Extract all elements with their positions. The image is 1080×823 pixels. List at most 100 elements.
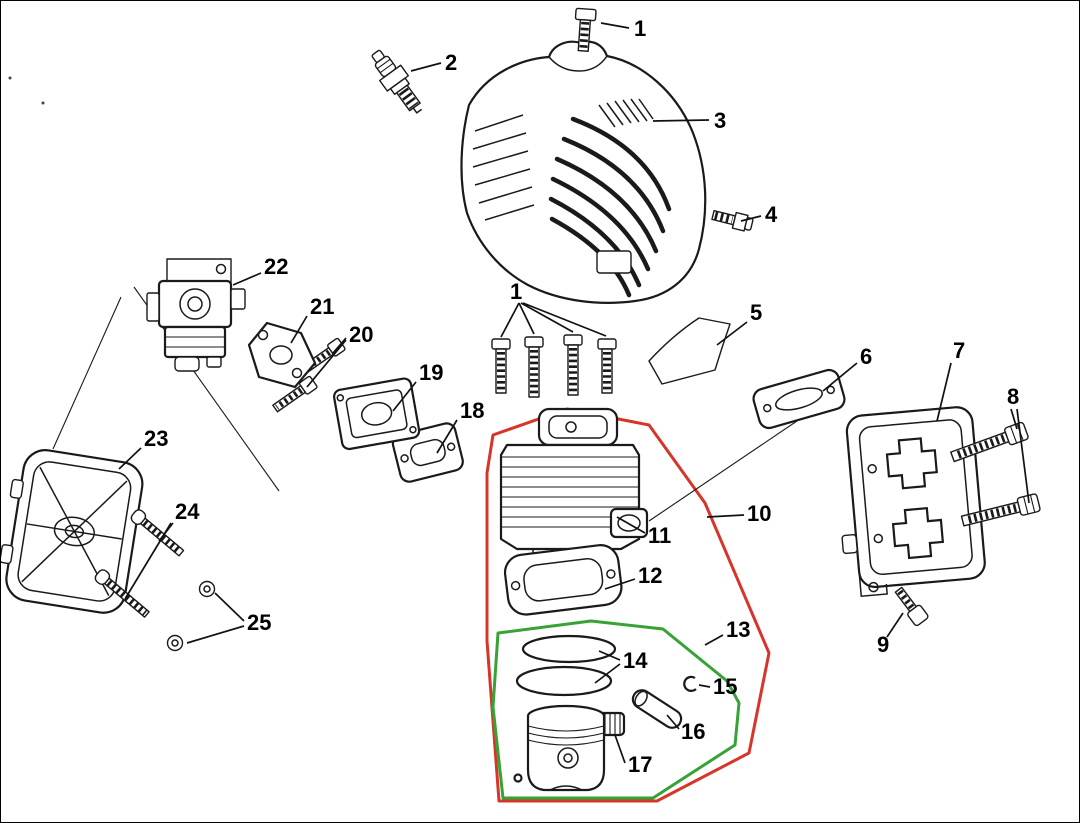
screw-threads — [106, 579, 148, 616]
callout-label-21: 21 — [310, 294, 334, 319]
green-group-outline — [491, 619, 741, 800]
skirt-notch — [549, 785, 583, 791]
circlip-drawing — [683, 675, 697, 692]
muffler-hole — [873, 533, 884, 544]
assembly-line-exhaust — [648, 420, 798, 522]
cylinder-top-inner — [548, 415, 608, 439]
gasket-hole — [606, 569, 616, 579]
exhaust-port — [617, 514, 641, 532]
leader-lines — [118, 22, 1030, 764]
callout-label-1-group: 1 — [510, 279, 522, 304]
cover-center-boss — [53, 516, 95, 547]
leader-10 — [706, 514, 745, 518]
bolt-head — [574, 7, 597, 22]
cover-hatch-detail — [598, 98, 654, 128]
callout-label-9: 9 — [877, 632, 889, 657]
leader-5 — [716, 321, 748, 346]
bolt-head-lines — [1023, 494, 1036, 515]
leader-19 — [392, 381, 417, 412]
callout-label-11: 11 — [648, 523, 671, 548]
leader-4 — [740, 215, 762, 222]
carb-venturi — [179, 288, 211, 320]
insulator-bore — [360, 401, 393, 426]
cover-center-hole — [64, 524, 85, 539]
piston-drawing — [526, 704, 606, 792]
callout-label-6: 6 — [860, 344, 872, 369]
callout-label-14: 14 — [623, 648, 648, 673]
washer-drawing — [166, 634, 184, 652]
washer-outer — [166, 634, 184, 652]
muffler-face — [858, 419, 973, 576]
callout-label-1: 1 — [634, 16, 646, 41]
pin-boss — [557, 747, 579, 769]
cylinder-drawing — [499, 407, 649, 562]
pin-bore — [634, 690, 648, 707]
washer-inner — [203, 585, 211, 593]
gasket-hole — [291, 367, 303, 379]
leader-21 — [290, 315, 308, 344]
gasket-hole — [400, 454, 409, 463]
leader-14 — [594, 650, 621, 684]
callout-label-20: 20 — [349, 322, 373, 347]
leader-17 — [614, 734, 626, 764]
muffler-bolt-drawing — [950, 421, 1029, 463]
plug-electrode — [412, 107, 423, 114]
callout-labels: 1 2 3 4 1 5 6 7 8 9 10 11 12 13 14 15 16… — [144, 16, 1019, 777]
gasket-outline — [752, 368, 846, 430]
callout-label-13: 13 — [726, 617, 750, 642]
screw-threads — [142, 519, 182, 555]
side-bolt-drawing — [711, 209, 754, 232]
gasket-slot — [409, 438, 446, 467]
callout-label-12: 12 — [638, 563, 662, 588]
gasket-port — [775, 387, 823, 411]
leader-12 — [604, 578, 636, 590]
cover-left-vents — [472, 114, 535, 221]
leader-11 — [616, 516, 646, 534]
piston-ring-drawing — [521, 634, 617, 664]
muffler-bolt-drawing — [960, 493, 1041, 527]
carb-primer — [174, 356, 200, 372]
callout-label-3: 3 — [714, 108, 726, 133]
leader-25 — [186, 592, 245, 644]
second-circlip-drawing — [513, 773, 523, 783]
piston-ring-drawing — [515, 665, 613, 697]
muffler-body — [845, 406, 986, 589]
washer-inner — [171, 639, 179, 647]
bolt-head — [524, 336, 544, 348]
label-sheet-drawing — [648, 317, 731, 385]
ring-grooves — [527, 725, 605, 746]
leader-16 — [666, 714, 680, 730]
cylinder-top-boss — [537, 407, 619, 447]
leader-3 — [652, 119, 710, 122]
base-gasket-drawing — [503, 544, 623, 616]
muffler-tab — [858, 574, 888, 598]
pin-hole — [563, 753, 573, 763]
carb-lower-body — [163, 325, 227, 359]
muffler-hole — [867, 464, 877, 474]
muffler-spigot — [841, 534, 858, 555]
spark-plug-drawing — [371, 49, 423, 114]
stray-mark — [41, 101, 45, 105]
leader-9 — [886, 612, 904, 638]
callout-label-22: 22 — [264, 254, 288, 279]
bolt-head — [491, 338, 511, 350]
engine-cover-drawing — [460, 40, 707, 304]
callout-label-10: 10 — [747, 501, 771, 526]
muffler-tab-hole — [868, 581, 879, 593]
bolt-head — [597, 338, 617, 350]
leader-8 — [1010, 408, 1030, 504]
air-cover-drawing — [1, 449, 144, 614]
insulator-inner — [345, 389, 408, 439]
callout-label-4: 4 — [765, 202, 778, 227]
top-bolt-drawing — [574, 7, 597, 52]
callout-label-18: 18 — [460, 398, 484, 423]
plug-hole — [565, 421, 577, 433]
muffler-cross-lower — [891, 506, 945, 560]
leader-13 — [704, 634, 724, 646]
plug-ribs — [376, 58, 394, 74]
callout-label-8: 8 — [1007, 384, 1019, 409]
callout-label-15: 15 — [713, 674, 737, 699]
bolt-threads — [579, 21, 590, 50]
